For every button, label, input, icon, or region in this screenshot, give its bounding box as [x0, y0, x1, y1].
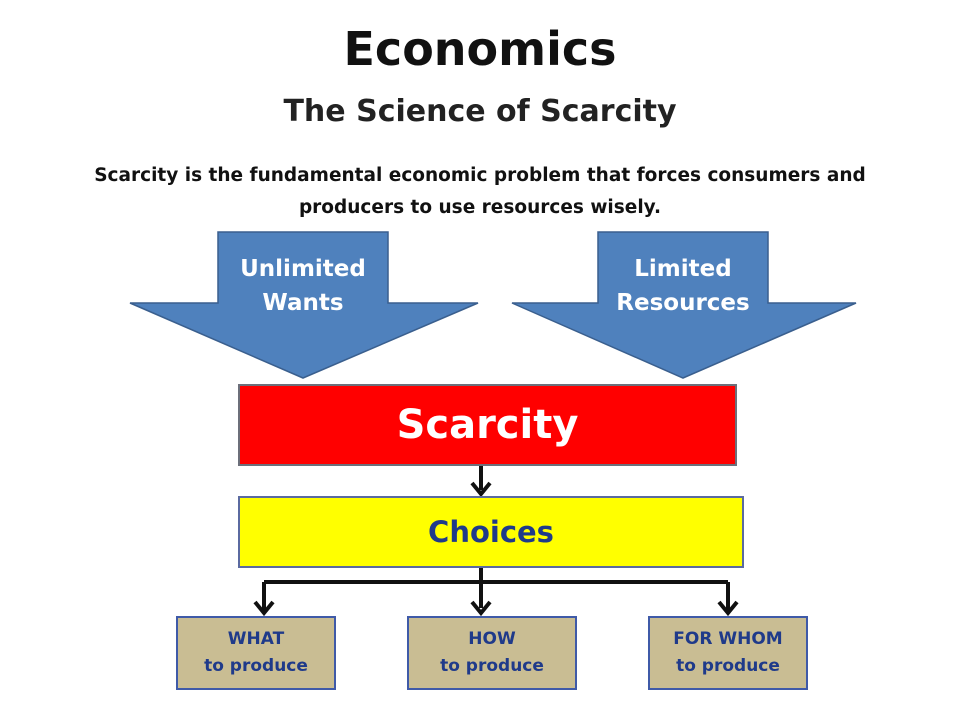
arrowhead-how: [470, 600, 492, 617]
limited-resources-line2: Resources: [616, 290, 750, 316]
unlimited-wants-line1: Unlimited: [240, 256, 366, 282]
how-to-produce-box: HOW to produce: [407, 616, 577, 690]
unlimited-wants-label: Unlimited Wants: [218, 252, 388, 320]
scarcity-label: Scarcity: [396, 402, 579, 448]
limited-resources-line1: Limited: [634, 256, 732, 282]
arrowhead-what: [253, 600, 275, 617]
what-line2: to produce: [204, 656, 308, 676]
choices-label: Choices: [428, 515, 554, 549]
what-line1: WHAT: [227, 629, 285, 649]
page-subtitle: The Science of Scarcity: [283, 94, 677, 129]
arrowhead-forwhom: [717, 600, 739, 617]
forwhom-line2: to produce: [676, 656, 780, 676]
scarcity-box: Scarcity: [238, 384, 737, 466]
limited-resources-arrow: [511, 231, 857, 379]
description-text: Scarcity is the fundamental economic pro…: [94, 165, 866, 218]
page-title: Economics: [343, 22, 617, 76]
how-line2: to produce: [440, 656, 544, 676]
limited-resources-label: Limited Resources: [598, 252, 768, 320]
for-whom-to-produce-box: FOR WHOM to produce: [648, 616, 808, 690]
how-line1: HOW: [468, 629, 516, 649]
what-to-produce-box: WHAT to produce: [176, 616, 336, 690]
forwhom-line1: FOR WHOM: [673, 629, 783, 649]
choices-box: Choices: [238, 496, 744, 568]
arrowhead-choices: [470, 481, 492, 498]
unlimited-wants-line2: Wants: [262, 290, 344, 316]
unlimited-wants-arrow: [129, 231, 479, 379]
